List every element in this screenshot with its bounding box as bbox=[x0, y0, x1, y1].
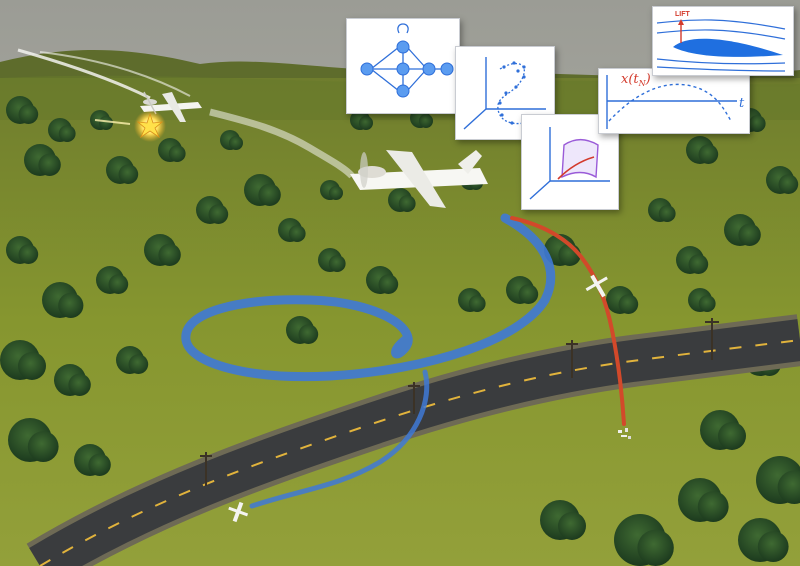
tree-icon bbox=[118, 164, 139, 184]
contrail bbox=[17, 48, 151, 100]
tree-icon bbox=[329, 186, 343, 200]
tree-icon bbox=[378, 274, 399, 295]
tree-icon bbox=[18, 244, 39, 264]
power-pole-icon bbox=[200, 318, 719, 486]
explosion-icon bbox=[134, 110, 166, 142]
drone-icon bbox=[140, 91, 202, 122]
road-center-line bbox=[39, 339, 800, 566]
drone-icon bbox=[350, 150, 488, 208]
tree-icon bbox=[637, 529, 674, 566]
tree-icon bbox=[518, 284, 539, 305]
loop-path bbox=[181, 213, 556, 382]
time-trajectory-icon: x(tN) t bbox=[606, 72, 745, 129]
tree-icon bbox=[258, 183, 281, 206]
lift-label: LIFT bbox=[675, 11, 690, 18]
glider-icon bbox=[228, 501, 249, 523]
tree-icon bbox=[777, 470, 800, 504]
tree-icon bbox=[27, 431, 59, 462]
surface-patch-icon bbox=[529, 127, 610, 200]
tree-icon bbox=[108, 274, 129, 295]
tree-icon bbox=[658, 205, 676, 223]
tree-icon bbox=[718, 422, 746, 450]
inset-state-graph bbox=[346, 18, 460, 114]
contrail bbox=[209, 108, 355, 179]
tree-icon bbox=[398, 195, 416, 213]
tree-icon bbox=[778, 174, 799, 194]
tree-icon bbox=[18, 104, 39, 124]
glider-icon bbox=[585, 274, 608, 298]
tree-icon bbox=[697, 491, 729, 522]
tree-icon bbox=[698, 144, 719, 164]
tree-icon bbox=[18, 352, 46, 380]
tree-icon bbox=[738, 223, 761, 246]
tree-icon bbox=[618, 294, 639, 315]
tree-cluster bbox=[0, 96, 800, 566]
crash-debris-icon bbox=[618, 428, 631, 439]
tree-icon bbox=[38, 153, 61, 176]
tree-icon bbox=[748, 115, 766, 132]
tree-icon bbox=[99, 116, 113, 130]
trajectory-manifold-icon bbox=[463, 57, 546, 130]
tree-icon bbox=[757, 531, 789, 562]
tree-icon bbox=[558, 512, 586, 540]
tree-icon bbox=[208, 204, 229, 224]
airfoil-streamline-icon: LIFT bbox=[656, 11, 786, 72]
inset-trajectory: x(tN) t bbox=[598, 68, 750, 134]
state-label: x(tN) bbox=[621, 72, 651, 88]
tree-icon bbox=[359, 116, 373, 130]
tree-icon bbox=[419, 114, 433, 128]
tree-icon bbox=[688, 254, 709, 274]
tree-icon bbox=[468, 295, 486, 312]
tree-icon bbox=[68, 373, 91, 396]
tree-icon bbox=[128, 354, 149, 375]
tree-icon bbox=[229, 136, 243, 150]
inset-airfoil: LIFT bbox=[652, 6, 794, 76]
tree-icon bbox=[58, 125, 76, 142]
tree-icon bbox=[288, 225, 306, 243]
tree-icon bbox=[58, 292, 84, 318]
descent-path bbox=[249, 369, 430, 509]
tree-icon bbox=[328, 255, 346, 272]
tree-icon bbox=[158, 243, 181, 266]
tree-icon bbox=[168, 145, 186, 163]
tree-icon bbox=[88, 453, 111, 476]
tree-icon bbox=[698, 295, 716, 312]
state-graph-icon bbox=[360, 23, 454, 98]
tree-icon bbox=[298, 324, 319, 345]
time-label: t bbox=[739, 96, 745, 111]
